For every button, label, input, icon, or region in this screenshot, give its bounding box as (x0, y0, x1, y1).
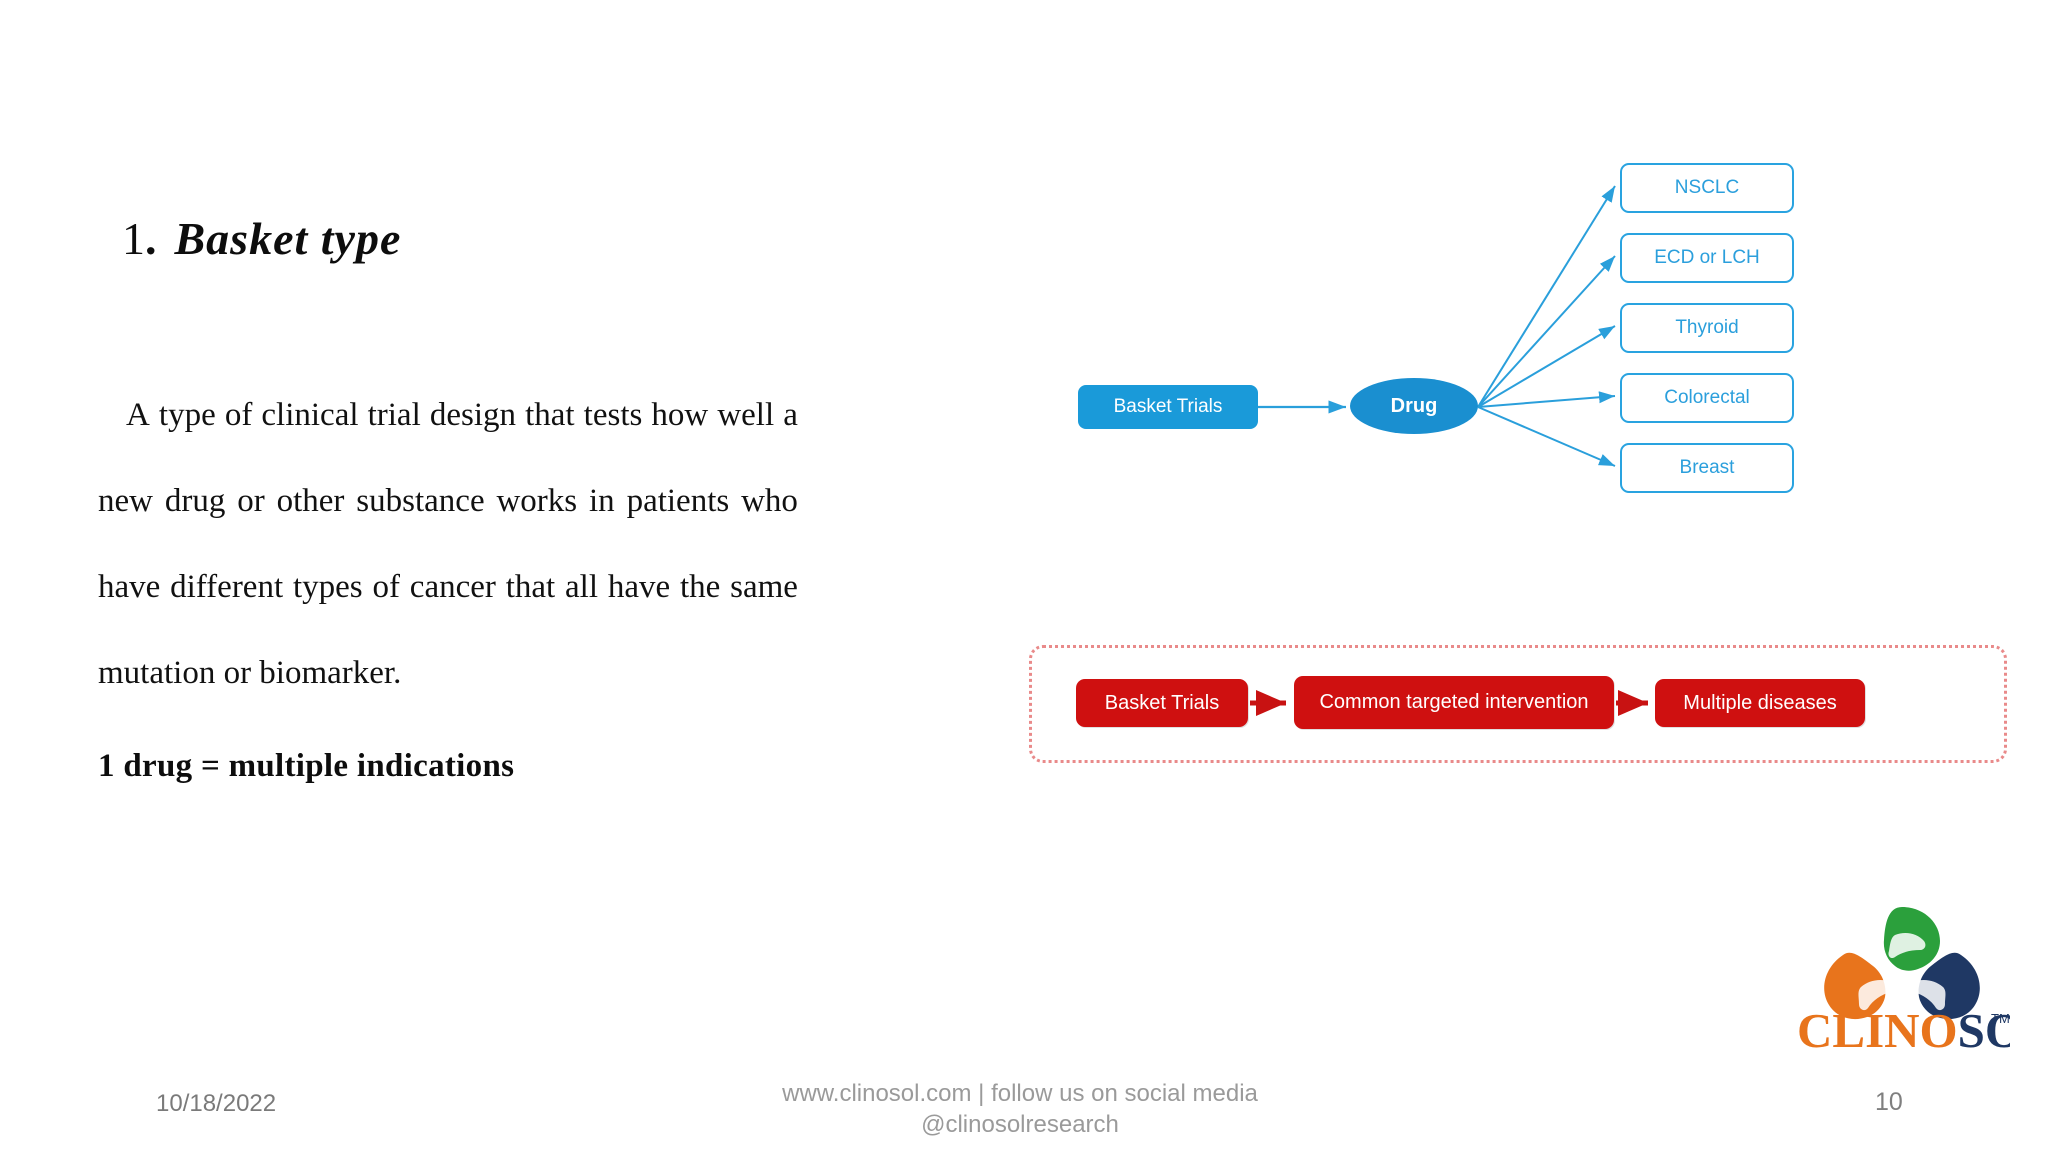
logo-wordmark-part3: SOL (1958, 1003, 2010, 1055)
word: type (158, 397, 216, 433)
title-text: Basket type (174, 213, 402, 264)
connector-drug-to-leaf-2 (1477, 325, 1616, 408)
diagram-connectors (1258, 185, 1616, 467)
word: how (651, 397, 709, 433)
word: the (679, 569, 721, 605)
connector-drug-to-leaf-1 (1477, 255, 1616, 408)
footer-handle-line: @clinosolresearch (921, 1111, 1119, 1138)
paragraph-line-1: A type of clinical trial design that tes… (98, 372, 798, 458)
footer-page-number: 10 (1875, 1088, 1903, 1116)
logo-trademark-mark: TM (1991, 1011, 2010, 1026)
word: different (170, 569, 284, 605)
word: patients (626, 483, 730, 519)
node-disease-nsclc: NSCLC (1620, 163, 1794, 213)
word: that (505, 569, 556, 605)
node-disease-thyroid: Thyroid (1620, 303, 1794, 353)
word: trial (367, 397, 421, 433)
node-disease-colorectal: Colorectal (1620, 373, 1794, 423)
footer-credits: www.clinosol.com | follow us on social m… (690, 1078, 1350, 1140)
word: other (276, 483, 345, 519)
paragraph-line-3: have different types of cancer that all … (98, 544, 798, 630)
word: who (741, 483, 798, 519)
logo-graphic: CLINOSOL TM (1797, 907, 2010, 1055)
title-number: 1 (122, 213, 145, 264)
word: drug (164, 483, 226, 519)
word: types (292, 569, 363, 605)
paragraph-line-2: new drug or other substance works in pat… (98, 458, 798, 544)
node-basket-trials: Basket Trials (1078, 385, 1258, 429)
word: have (607, 569, 671, 605)
title-dot: . (145, 213, 157, 264)
word: cancer (409, 569, 496, 605)
node-drug: Drug (1350, 378, 1478, 434)
word: same (730, 569, 798, 605)
word: tests (583, 397, 643, 433)
word: or (237, 483, 265, 519)
flow-step-common-targeted-intervention: Common targeted intervention (1294, 676, 1614, 729)
page-title: 1. Basket type (122, 212, 401, 265)
word: well (717, 397, 775, 433)
node-disease-breast: Breast (1620, 443, 1794, 493)
word: clinical (261, 397, 359, 433)
logo-hand-navy (1909, 952, 1980, 1020)
word: a (783, 397, 798, 433)
word: in (589, 483, 615, 519)
word: all (565, 569, 598, 605)
connector-drug-to-leaf-4 (1477, 406, 1616, 467)
word: design (429, 397, 517, 433)
paragraph-line-4: mutation or biomarker. (98, 655, 402, 691)
word: substance (356, 483, 485, 519)
emphasis-statement: 1 drug = multiple indications (98, 748, 515, 784)
clinosol-logo: CLINOSOL TM (1795, 895, 2010, 1055)
word: works (496, 483, 578, 519)
flow-connectors (1250, 690, 1648, 717)
flow-step-multiple-diseases: Multiple diseases (1655, 679, 1865, 727)
footer-website-line: www.clinosol.com | follow us on social m… (782, 1080, 1258, 1107)
connector-drug-to-leaf-0 (1477, 185, 1616, 408)
word: new (98, 483, 153, 519)
word: of (372, 569, 400, 605)
body-paragraph: A type of clinical trial design that tes… (98, 372, 798, 716)
logo-hand-orange (1824, 952, 1895, 1020)
word: have (98, 569, 161, 605)
connector-drug-to-leaf-3 (1477, 391, 1616, 408)
basket-trial-diagram: Basket Trials Drug NSCLC ECD or LCH Thyr… (1020, 163, 2030, 630)
logo-hand-green (1883, 907, 1940, 971)
flow-step-basket-trials: Basket Trials (1076, 679, 1248, 727)
basket-trial-flow: Basket Trials Common targeted interventi… (1029, 645, 2007, 763)
word: A (126, 397, 150, 433)
word: that (525, 397, 575, 433)
logo-wordmark-part1: CLIN (1797, 1003, 1920, 1055)
logo-wordmark: CLINOSOL (1797, 1003, 2010, 1055)
footer-date: 10/18/2022 (156, 1090, 277, 1117)
node-disease-ecd-or-lch: ECD or LCH (1620, 233, 1794, 283)
word: of (224, 397, 253, 433)
logo-wordmark-part2: O (1920, 1003, 1958, 1055)
